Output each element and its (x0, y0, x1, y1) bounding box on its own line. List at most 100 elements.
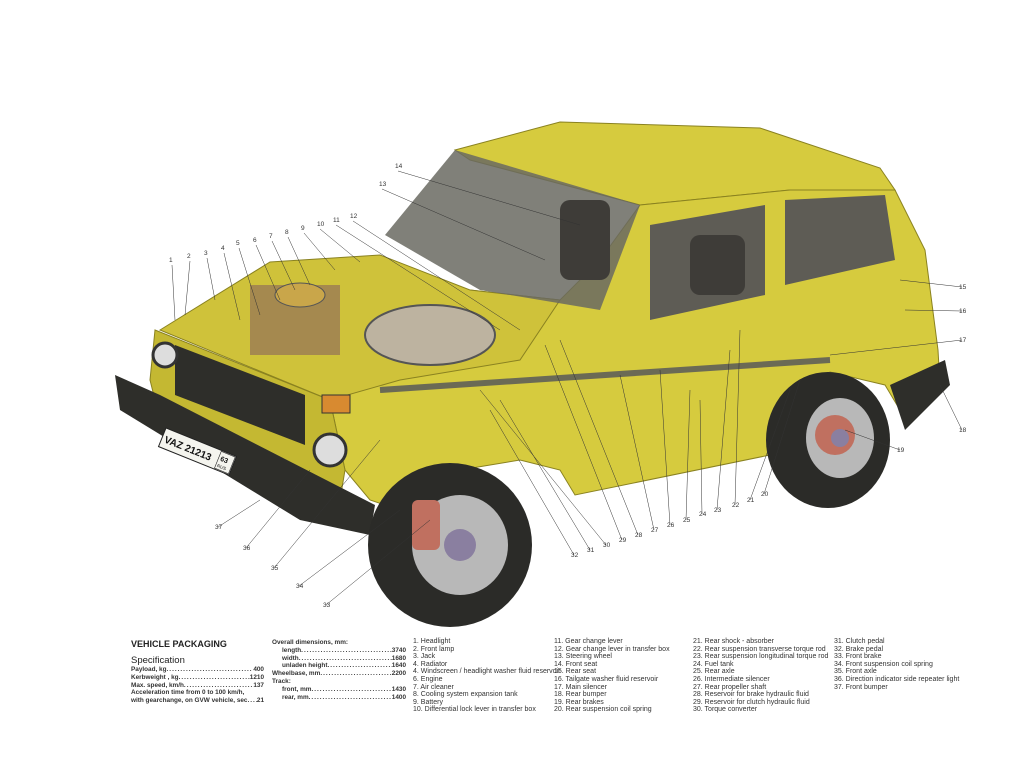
spec-payload: Payload, kg 400 (131, 666, 264, 674)
callout-leader-line (685, 389, 691, 521)
dim-value: 3740 (391, 646, 406, 654)
dim-height: unladen height1640 (272, 662, 406, 670)
legend-item: 14. Front seat (554, 660, 598, 668)
spec-value: 400 (253, 666, 264, 673)
leader-dots (179, 674, 250, 682)
callout-leader-line (273, 439, 381, 569)
callout-leader-line (844, 429, 901, 451)
rear-wheel (766, 372, 890, 508)
callout-number: 19 (897, 447, 905, 454)
legend-item: 12. Gear change lever in transfer box (554, 645, 670, 653)
spec-label: Max. speed, km/h (131, 681, 184, 689)
legend-item: 17. Main silencer (554, 683, 607, 691)
callout-leader-line (287, 236, 311, 286)
callout-number: 18 (959, 427, 967, 434)
callout-number: 5 (236, 240, 240, 247)
callout-leader-line (335, 224, 501, 331)
callout-number: 1 (169, 257, 173, 264)
legend-item: 33. Front brake (834, 653, 882, 661)
specification-list: Payload, kg 400 Kerbweight , kg 1210 Max. … (131, 666, 264, 705)
callout-leader-line (734, 329, 741, 506)
callout-number: 11 (333, 217, 340, 224)
front-bumper (115, 375, 375, 535)
dim-wheelbase: Wheelbase, mm2200 (272, 670, 406, 678)
callout-number: 26 (667, 522, 675, 529)
leader-dots (184, 682, 253, 690)
leader-dots (309, 694, 392, 702)
callout-leader-line (619, 374, 655, 531)
callout-number: 30 (603, 542, 611, 549)
legend-item: 37. Front bumper (834, 683, 888, 691)
rear-bumper (890, 360, 950, 430)
callout-number: 6 (253, 237, 257, 244)
dim-label: width (282, 654, 299, 662)
legend-item: 21. Rear shock - absorber (693, 638, 774, 645)
dim-value: 1400 (391, 693, 406, 701)
callout-number: 16 (959, 308, 967, 315)
callout-number: 3 (204, 250, 208, 257)
callout-leader-line (271, 240, 296, 291)
spec-label: Payload, kg (131, 666, 167, 673)
callout-leader-line (319, 228, 361, 263)
callout-number: 13 (379, 181, 387, 188)
license-plate-country: RUS (216, 463, 227, 471)
legend-item: 1. Headlight (413, 638, 451, 645)
legend-item: 27. Rear propeller shaft (693, 683, 767, 691)
spec-value: 1210 (249, 673, 264, 681)
callout-leader-line (716, 349, 731, 511)
callout-number: 4 (221, 245, 225, 252)
rear-seat (690, 235, 745, 295)
spec-label: Kerbweight , kg (131, 673, 179, 681)
legend-item: 32. Brake pedal (834, 645, 884, 653)
legend-item: 31. Clutch pedal (834, 638, 885, 645)
legend-item: 9. Battery (413, 698, 443, 706)
legend-item: 6. Engine (413, 675, 443, 683)
legend-item: 20. Rear suspension coil spring (554, 706, 652, 714)
dim-track-rear: rear, mm1400 (272, 694, 406, 702)
legend-item: 25. Rear axle (693, 668, 735, 676)
spare-wheel (364, 304, 496, 366)
dim-length: length3740 (272, 647, 406, 655)
legend-item: 2. Front lamp (413, 645, 455, 653)
dim-value: 1680 (391, 654, 406, 662)
leader-dots (311, 686, 391, 694)
callout-leader-line (217, 499, 261, 528)
license-plate-region: 63 (219, 456, 229, 465)
callout-number: 23 (714, 507, 722, 514)
callout-leader-line (904, 309, 963, 312)
callout-number: 2 (187, 253, 191, 260)
dim-value: 1640 (391, 662, 406, 670)
spec-value: 21 (256, 697, 264, 705)
spec-acceleration: with gearchange, on GVW vehicle, sec21 (131, 697, 264, 705)
callout-number: 24 (699, 511, 707, 518)
legend-item: 23. Rear suspension longitudinal torque … (693, 653, 829, 661)
callout-leader-line (499, 399, 591, 551)
legend-item: 4. Windscreen / headlight washer fluid r… (413, 668, 561, 676)
callout-number: 33 (323, 602, 331, 609)
callout-leader-line (206, 257, 216, 301)
dim-label: front, mm (282, 685, 312, 693)
callout-number: 7 (269, 233, 273, 240)
callout-number: 21 (747, 497, 755, 504)
callout-number: 20 (761, 491, 769, 498)
callout-leader-line (899, 279, 963, 288)
front-seat (560, 200, 610, 280)
legend-item: 15. Rear seat (554, 668, 597, 676)
vehicle-packaging-heading: VEHICLE PACKAGING (131, 639, 227, 649)
front-lamp (321, 394, 351, 414)
legend-item: 13. Steering wheel (554, 653, 612, 661)
callout-leader-line (544, 344, 623, 541)
callout-leader-line (298, 509, 401, 587)
callout-number: 14 (395, 163, 403, 170)
leader-dots (301, 647, 392, 655)
spec-max-speed: Max. speed, km/h137 (131, 682, 264, 690)
headlight-right (312, 432, 348, 468)
leader-dots (167, 666, 254, 674)
callout-number: 37 (215, 524, 223, 531)
rear-side-window (785, 195, 895, 285)
